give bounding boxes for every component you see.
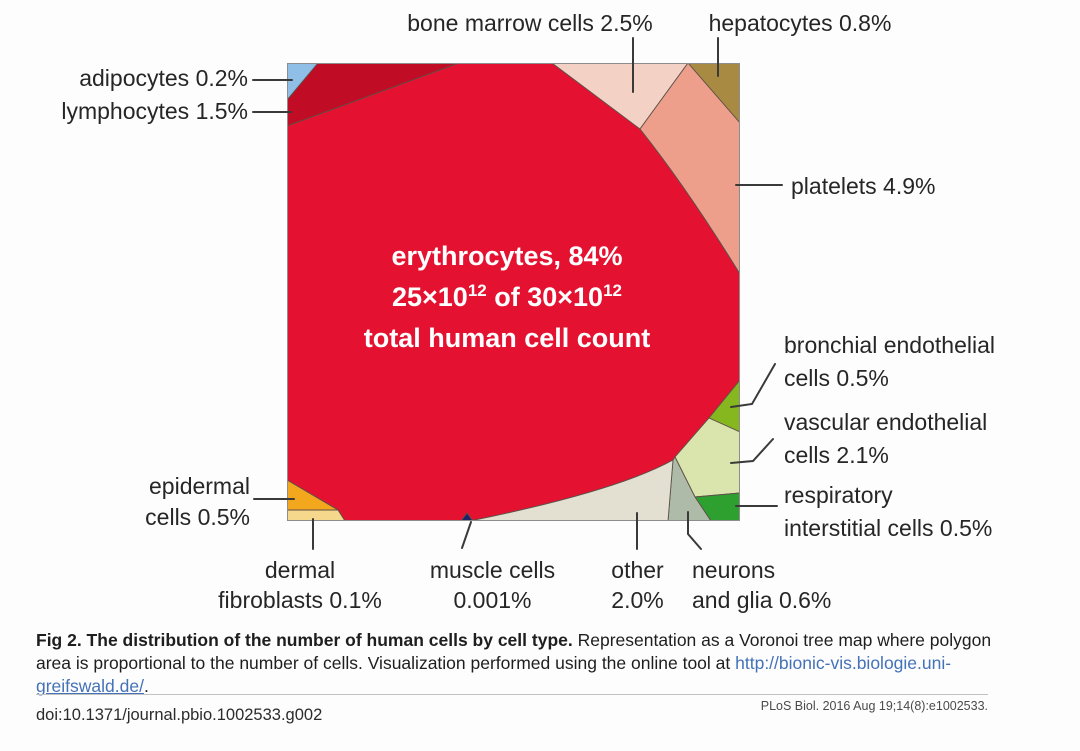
label-muscle: muscle cells 0.001% bbox=[429, 557, 556, 613]
caption-line-2: area is proportional to the number of ce… bbox=[36, 653, 952, 673]
cell-muscle bbox=[460, 512, 474, 521]
doi-text: doi:10.1371/journal.pbio.1002533.g002 bbox=[36, 706, 323, 724]
cell-platelets bbox=[639, 63, 740, 275]
figure-caption: Fig 2. The distribution of the number of… bbox=[36, 629, 1044, 698]
caption-line-1: Fig 2. The distribution of the number of… bbox=[36, 630, 992, 650]
label-adipocytes: adipocytes 0.2% bbox=[79, 65, 248, 91]
center-line-2: 25×1012 of 30×1012 bbox=[391, 281, 622, 312]
leader-neurons bbox=[687, 511, 702, 550]
exponent: 12 bbox=[467, 281, 487, 300]
label-epidermal: epidermal cells 0.5% bbox=[145, 473, 250, 530]
label-neurons: neurons and glia 0.6% bbox=[692, 557, 832, 613]
label-hepatocytes: hepatocytes 0.8% bbox=[708, 10, 892, 36]
label-dermal: dermal fibroblasts 0.1% bbox=[218, 557, 382, 613]
leader-vascular bbox=[730, 438, 774, 464]
callout-lines bbox=[252, 37, 783, 550]
label-bronchial: bronchial endothelial cells 0.5% bbox=[784, 332, 995, 391]
exponent: 12 bbox=[603, 281, 622, 300]
caption-link-part1[interactable]: http://bionic-vis.biologie.uni- bbox=[735, 653, 952, 673]
label-vascular: vascular endothelial cells 2.1% bbox=[784, 409, 988, 468]
journal-reference: PLoS Biol. 2016 Aug 19;14(8):e1002533. bbox=[760, 699, 988, 713]
label-lymphocytes: lymphocytes 1.5% bbox=[61, 98, 248, 124]
voronoi-treemap bbox=[287, 63, 740, 521]
center-line-1: erythrocytes, 84% bbox=[391, 241, 623, 271]
cell-adipocytes bbox=[287, 63, 319, 101]
center-line-3: total human cell count bbox=[363, 323, 651, 353]
label-other: other 2.0% bbox=[611, 557, 664, 613]
caption-link-part2[interactable]: greifswald.de/ bbox=[36, 676, 144, 696]
label-bone-marrow: bone marrow cells 2.5% bbox=[407, 10, 653, 36]
cell-dermal-fibroblasts bbox=[287, 509, 346, 521]
erythrocytes-center-annotation: erythrocytes, 84% 25×1012 of 30×1012 tot… bbox=[347, 236, 667, 359]
label-platelets: platelets 4.9% bbox=[791, 173, 936, 199]
caption-line-3: greifswald.de/. bbox=[36, 676, 149, 696]
label-respiratory: respiratory interstitial cells 0.5% bbox=[784, 482, 993, 541]
caption-title: Fig 2. The distribution of the number of… bbox=[36, 630, 573, 650]
leader-muscle bbox=[461, 521, 472, 549]
footer-divider bbox=[36, 694, 988, 695]
leader-bronchial bbox=[730, 363, 776, 408]
cell-other bbox=[469, 459, 674, 521]
treemap-border bbox=[287, 63, 740, 521]
